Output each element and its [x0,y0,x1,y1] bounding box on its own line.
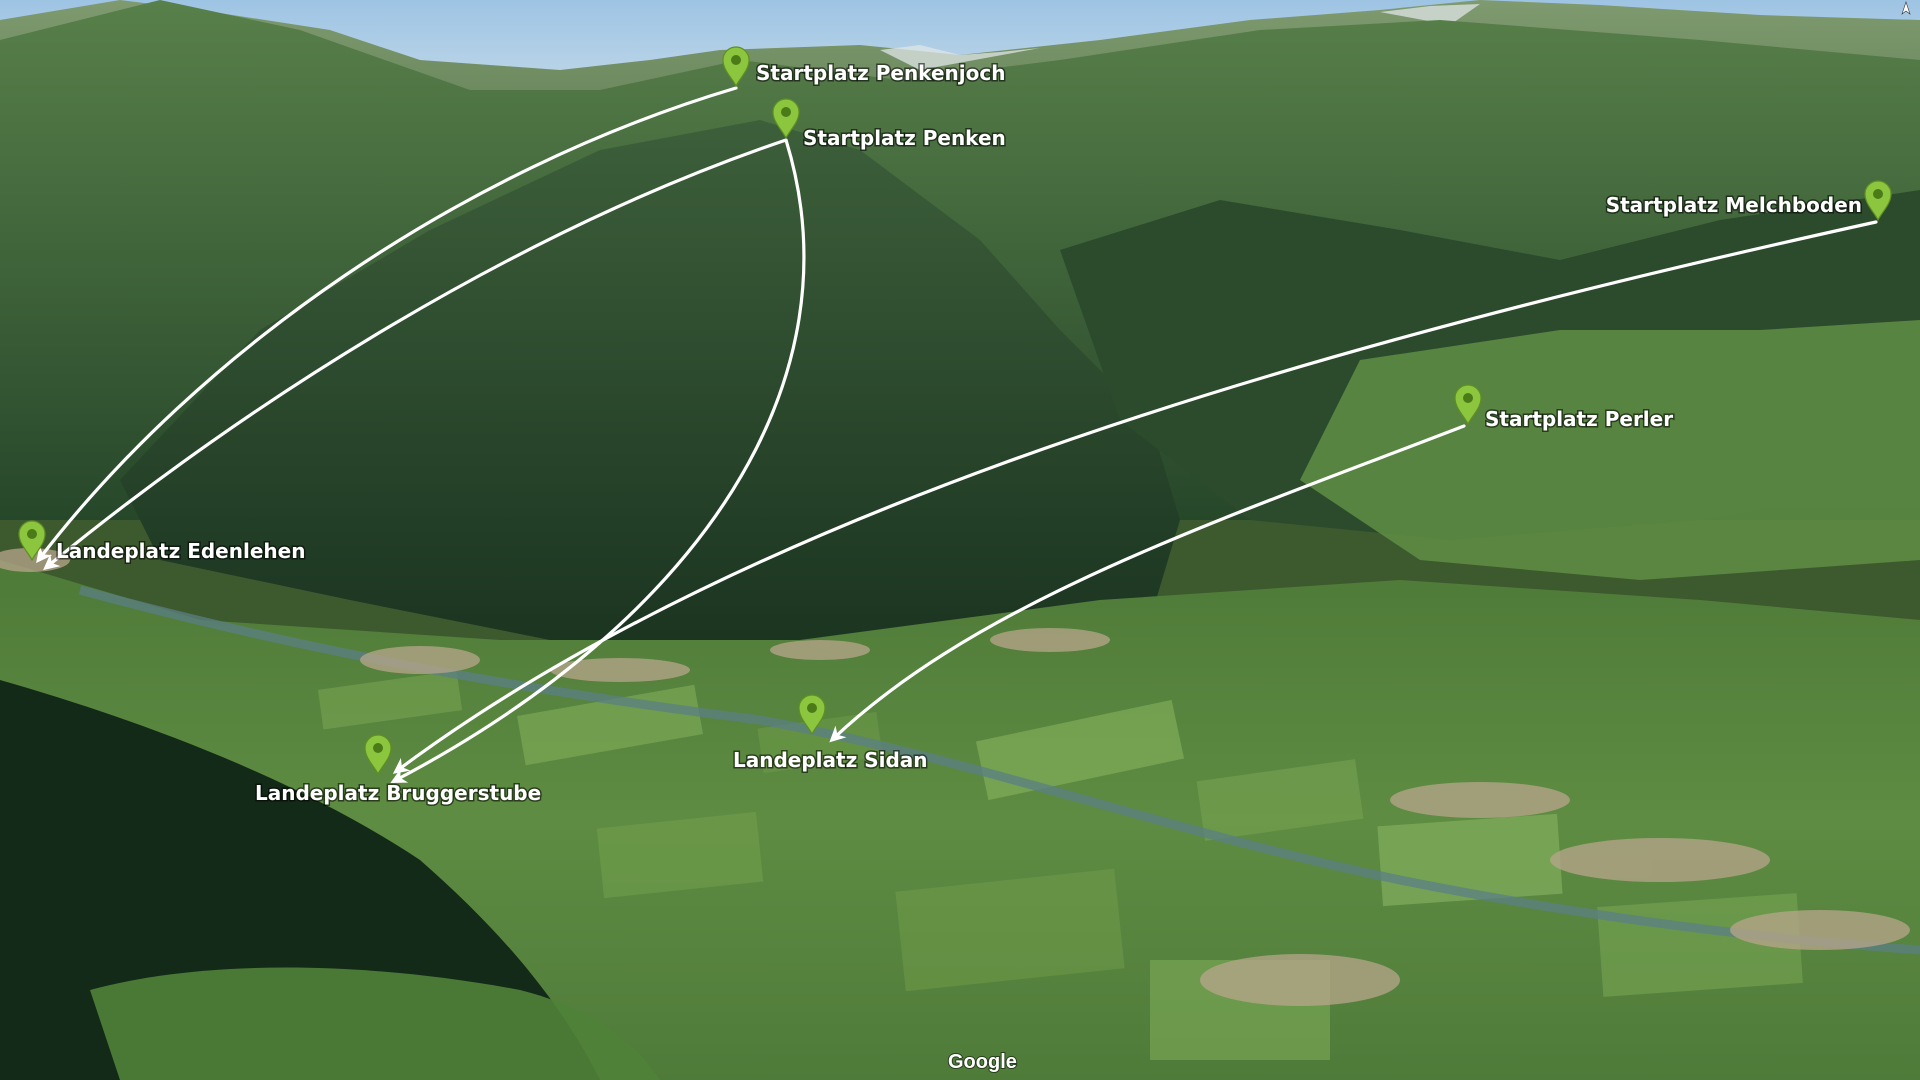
label-startplatz-melchboden: Startplatz Melchboden [1606,193,1862,217]
google-attribution: Google [948,1051,1017,1073]
penken-ridge [120,120,1180,660]
snow-patches [880,4,1480,70]
route-perler-sidan [829,424,1466,743]
route-melchboden-bruggerstube [392,220,1878,774]
foreground-meadow [90,967,660,1080]
label-startplatz-penkenjoch: Startplatz Penkenjoch [756,61,1005,85]
route-penken-edenlehen [43,138,788,571]
route-penken-bruggerstube [390,138,806,783]
route-penkenjoch-edenlehen [36,86,738,564]
flight-routes [36,86,1878,783]
label-landeplatz-edenlehen: Landeplatz Edenlehen [56,539,305,563]
label-startplatz-penken: Startplatz Penken [803,126,1006,150]
compass-icon[interactable] [1901,1,1911,15]
label-startplatz-perler: Startplatz Perler [1485,407,1673,431]
label-landeplatz-bruggerstube: Landeplatz Bruggerstube [255,781,541,805]
villages [0,548,1910,1006]
label-landeplatz-sidan: Landeplatz Sidan [733,748,928,772]
right-meadows [1300,320,1920,580]
